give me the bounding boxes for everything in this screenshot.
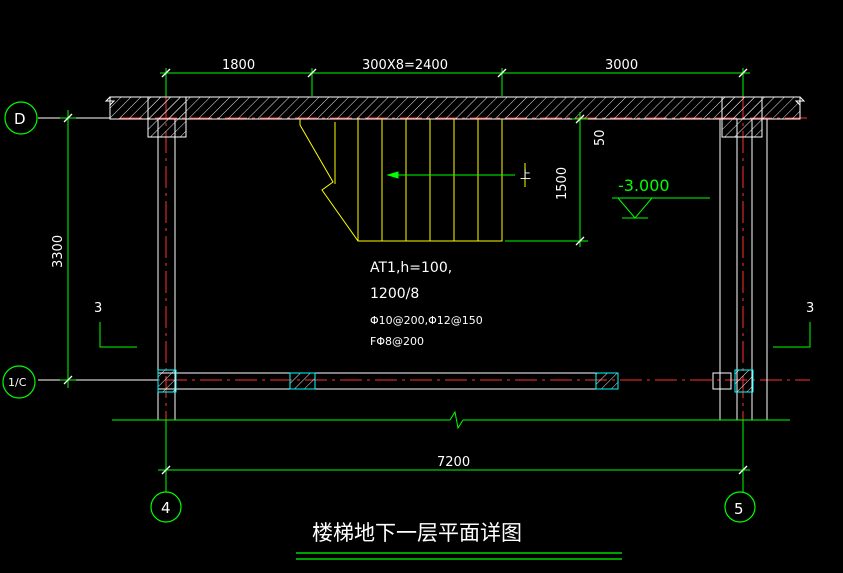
column-1c-right	[595, 372, 619, 390]
stair-note-line3: Φ10@200,Φ12@150	[370, 314, 483, 327]
dim-top-right: 3000	[605, 58, 638, 73]
axis-lines	[120, 96, 810, 420]
up-mark: 上	[520, 168, 531, 181]
stair-up-arrow	[386, 163, 526, 187]
elevation-value: -3.000	[618, 176, 670, 195]
grid-bubble-1c	[2, 365, 36, 399]
dim-flight-width: 1500	[555, 167, 570, 200]
grid-label-1c: 1/C	[8, 376, 27, 389]
stair-flight	[299, 119, 503, 242]
section-mark-right-label: 3	[806, 301, 814, 316]
dimension-ticks	[63, 68, 748, 475]
dim-top-mid: 300X8=2400	[362, 58, 448, 73]
section-mark-left-label: 3	[94, 301, 102, 316]
dim-offset-50: 50	[593, 129, 608, 146]
top-slab	[104, 96, 806, 120]
walls	[38, 117, 768, 420]
grid-label-5: 5	[734, 500, 744, 518]
grid-label-4: 4	[161, 499, 171, 517]
grid-bubbles	[2, 101, 756, 523]
dim-top-left: 1800	[222, 58, 255, 73]
grid-bubble-5	[724, 491, 756, 523]
grid-bubble-4	[150, 491, 182, 523]
columns	[147, 96, 763, 393]
stair-note-line4: FΦ8@200	[370, 335, 424, 348]
grid-bubble-d	[4, 101, 38, 135]
dim-left-span: 3300	[51, 235, 66, 268]
column-1c4	[157, 369, 177, 393]
drawing-title: 楼梯地下一层平面详图	[312, 521, 522, 545]
elevation-marker	[612, 197, 710, 219]
column-d5	[721, 96, 763, 138]
grid-label-d: D	[14, 110, 26, 128]
column-1c-mid	[289, 372, 316, 390]
stair-note-line1: AT1,h=100,	[370, 260, 452, 276]
dimension-lines	[60, 68, 790, 492]
section-mark-left	[99, 322, 137, 348]
column-d4	[147, 96, 187, 138]
section-mark-right	[773, 322, 811, 348]
stair-note-line2: 1200/8	[370, 286, 419, 302]
title-underline	[296, 552, 622, 560]
column-1c5	[734, 369, 754, 393]
dim-bottom-span: 7200	[437, 455, 470, 470]
